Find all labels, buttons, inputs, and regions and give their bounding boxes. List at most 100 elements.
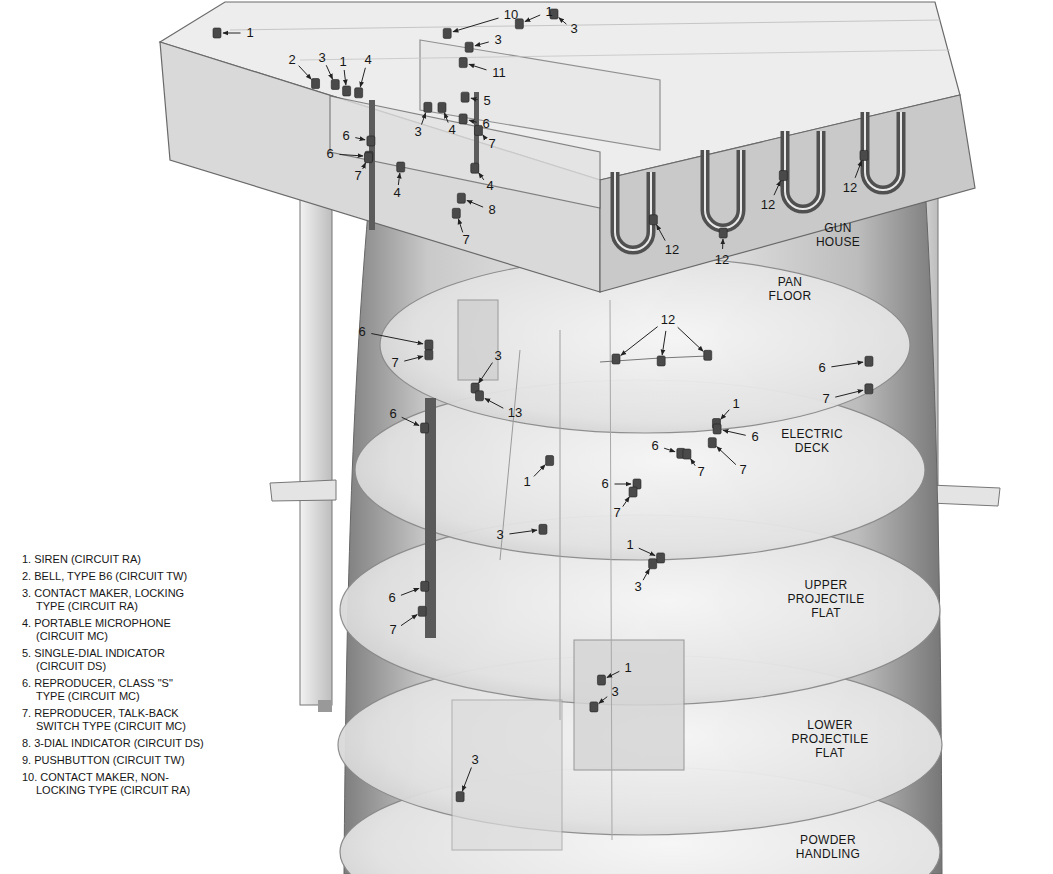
callout-number: 8 — [488, 203, 495, 217]
gun-house — [160, 2, 975, 292]
leader-line — [831, 362, 863, 367]
callout-number: 3 — [318, 51, 325, 65]
leader-line — [723, 430, 746, 435]
equipment-symbol — [456, 792, 464, 802]
equipment-symbol — [421, 423, 429, 433]
equipment-symbol — [397, 162, 405, 172]
callout-number: 7 — [391, 356, 398, 370]
interior-structures — [425, 300, 708, 850]
equipment-symbol — [364, 153, 372, 163]
callout-number: 6 — [389, 407, 396, 421]
region-label: POWDER HANDLING — [787, 834, 869, 862]
callout-number: 7 — [462, 233, 469, 247]
leader-line — [471, 98, 478, 99]
callout-number: 7 — [389, 623, 396, 637]
callout-number: 7 — [354, 169, 361, 183]
callout-number: 6 — [601, 477, 608, 491]
equipment-symbol — [425, 340, 433, 350]
legend-item: 2. BELL, TYPE B6 (CIRCUIT TW) — [22, 570, 204, 583]
equipment-symbol — [312, 79, 320, 89]
callout-number: 4 — [486, 179, 493, 193]
legend-item: 1. SIREN (CIRCUIT RA) — [22, 553, 204, 566]
leader-line — [717, 447, 736, 465]
callout-number: 7 — [613, 506, 620, 520]
equipment-symbol — [424, 102, 432, 112]
leader-line — [483, 135, 486, 139]
legend-item: 8. 3-DIAL INDICATOR (CIRCUIT DS) — [22, 737, 204, 750]
leader-line — [467, 200, 483, 207]
leader-line — [678, 327, 704, 351]
equipment-symbol — [657, 356, 665, 366]
region-label: PAN FLOOR — [764, 276, 816, 304]
callout-number: 2 — [288, 53, 295, 67]
equipment-symbol — [860, 150, 868, 160]
equipment-symbol — [719, 228, 727, 238]
leader-line — [691, 459, 696, 466]
callout-number: 3 — [494, 33, 501, 47]
leader-line — [657, 225, 666, 241]
leader-line — [722, 239, 723, 249]
callout-number: 7 — [822, 392, 829, 406]
equipment-symbol — [457, 193, 465, 203]
callout-number: 12 — [665, 243, 679, 257]
callout-number: 5 — [483, 94, 490, 108]
region-label: UPPER PROJECTILE FLAT — [785, 579, 867, 620]
leader-line — [422, 113, 426, 125]
leader-line — [326, 65, 332, 79]
callout-number: 12 — [715, 253, 729, 267]
leader-line — [534, 465, 545, 477]
equipment-symbol — [421, 581, 429, 591]
callout-number: 3 — [570, 22, 577, 36]
region-label: ELECTRIC DECK — [781, 428, 843, 456]
equipment-symbol — [443, 28, 451, 38]
equipment-symbol — [546, 456, 554, 466]
equipment-symbol — [474, 125, 482, 135]
leader-line — [509, 530, 537, 534]
legend-item: 10. CONTACT MAKER, NON-LOCKING TYPE (CIR… — [22, 771, 204, 797]
region-label: LOWER PROJECTILE FLAT — [789, 719, 871, 760]
equipment-symbol — [590, 702, 598, 712]
leader-line — [721, 410, 730, 420]
callout-number: 3 — [634, 580, 641, 594]
callout-number: 6 — [818, 361, 825, 375]
callout-number: 4 — [448, 123, 455, 137]
callout-number: 7 — [697, 465, 704, 479]
leader-lines — [213, 9, 873, 802]
equipment-symbol — [865, 384, 873, 394]
leader-line — [223, 33, 241, 34]
callout-number: 3 — [496, 528, 503, 542]
equipment-symbol — [213, 28, 221, 38]
leader-line — [525, 15, 540, 22]
equipment-symbol — [459, 58, 467, 68]
equipment-symbol — [779, 171, 787, 181]
callout-number: 12 — [661, 313, 675, 327]
leader-line — [479, 173, 484, 180]
callout-number: 4 — [393, 186, 400, 200]
legend-item: 5. SINGLE-DIAL INDICATOR (CIRCUIT DS) — [22, 647, 204, 673]
callout-number: 6 — [482, 117, 489, 131]
equipment-symbol — [452, 208, 460, 218]
leader-line — [462, 767, 471, 791]
callout-number: 13 — [508, 406, 522, 420]
leader-line — [371, 334, 423, 344]
leader-line — [398, 173, 400, 185]
equipment-symbol — [649, 215, 657, 225]
callout-number: 1 — [246, 26, 253, 40]
leader-line — [615, 484, 632, 485]
leader-line — [475, 42, 489, 46]
leader-line — [363, 163, 366, 169]
leader-line — [401, 588, 419, 595]
callout-number: 1 — [626, 538, 633, 552]
equipment-symbol — [425, 350, 433, 360]
leader-line — [559, 18, 567, 25]
leader-line — [639, 548, 655, 555]
leader-line — [453, 18, 499, 32]
callout-number: 7 — [739, 463, 746, 477]
callout-number: 12 — [761, 198, 775, 212]
callout-number: 6 — [388, 591, 395, 605]
leader-line — [401, 615, 417, 626]
equipment-symbol — [471, 163, 479, 173]
equipment-symbol — [367, 136, 375, 146]
legend-item: 7. REPRODUCER, TALK-BACK SWITCH TYPE (CI… — [22, 707, 204, 733]
callout-number: 6 — [326, 147, 333, 161]
